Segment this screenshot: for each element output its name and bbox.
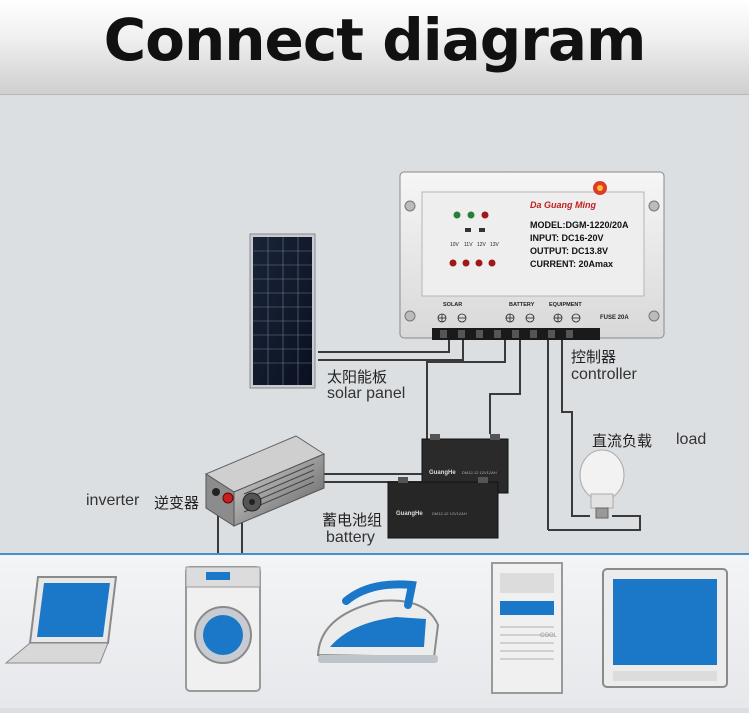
ac-cool-label: COOL <box>540 633 558 639</box>
appliances: COOL <box>4 562 728 694</box>
controller-label: controller <box>571 366 637 383</box>
title-banner: Connect diagram <box>0 0 749 95</box>
voltage-label: 12V <box>477 242 487 248</box>
voltage-label: 11V <box>464 242 473 248</box>
diagram-area: Da Guang Ming 10V 11V 12V 13V MODEL:DGM-… <box>0 94 749 554</box>
inverter-label-cn: 逆变器 <box>154 494 200 512</box>
sun-logo <box>593 181 607 195</box>
load-label: load <box>676 431 707 448</box>
voltage-label: 13V <box>490 242 500 248</box>
solar-panel-label: solar panel <box>327 385 406 402</box>
inverter-label: inverter <box>86 492 140 509</box>
air-conditioner-icon: COOL <box>491 562 563 694</box>
battery-model: DM12-12 12V12AH <box>432 511 467 516</box>
page-title: Connect diagram <box>103 6 647 74</box>
wire-battery-neg <box>489 338 521 434</box>
controller-current: CURRENT: 20Amax <box>530 259 613 269</box>
fuse-label: FUSE 20A <box>600 315 629 321</box>
charge-controller: Da Guang Ming 10V 11V 12V 13V MODEL:DGM-… <box>399 171 665 340</box>
controller-output: OUTPUT: DC13.8V <box>530 246 608 256</box>
tv-icon <box>602 568 728 688</box>
iron-icon <box>316 580 440 663</box>
wire-load-neg <box>561 338 590 517</box>
battery-brand: GuangHe <box>429 470 456 476</box>
wire-solar-pos <box>318 338 450 353</box>
wire-load-return <box>548 515 641 531</box>
terminal-label-battery: BATTERY <box>509 302 535 308</box>
solar-panel-label-cn: 太阳能板 <box>327 368 388 386</box>
inverter <box>204 435 326 527</box>
controller-label-cn: 控制器 <box>571 348 617 366</box>
controller-model: MODEL:DGM-1220/20A <box>530 220 629 230</box>
battery-label-cn: 蓄电池组 <box>322 511 383 529</box>
battery-model: DM12-12 12V12AH <box>462 470 497 475</box>
bulb-load <box>579 449 625 519</box>
appliance-strip: COOL <box>0 553 749 708</box>
voltage-label: 10V <box>450 242 460 248</box>
controller-input: INPUT: DC16-20V <box>530 233 604 243</box>
battery-label: battery <box>326 529 375 546</box>
wire-battery-pos <box>426 338 506 447</box>
terminal-label-solar: SOLAR <box>443 302 462 308</box>
battery-bank: GuangHe DM12-12 12V12AH GuangHe DM12-12 … <box>387 434 509 539</box>
battery-brand: GuangHe <box>396 511 423 517</box>
wire-solar-neg <box>318 338 464 361</box>
washing-machine-icon <box>185 566 261 692</box>
load-label-cn: 直流负载 <box>592 432 653 450</box>
solar-panel <box>249 233 316 389</box>
controller-brand: Da Guang Ming <box>530 200 596 210</box>
connection-diagram: Da Guang Ming 10V 11V 12V 13V MODEL:DGM-… <box>204 171 665 554</box>
laptop-icon <box>4 576 118 664</box>
terminal-label-equipment: EQUIPMENT <box>549 302 582 308</box>
